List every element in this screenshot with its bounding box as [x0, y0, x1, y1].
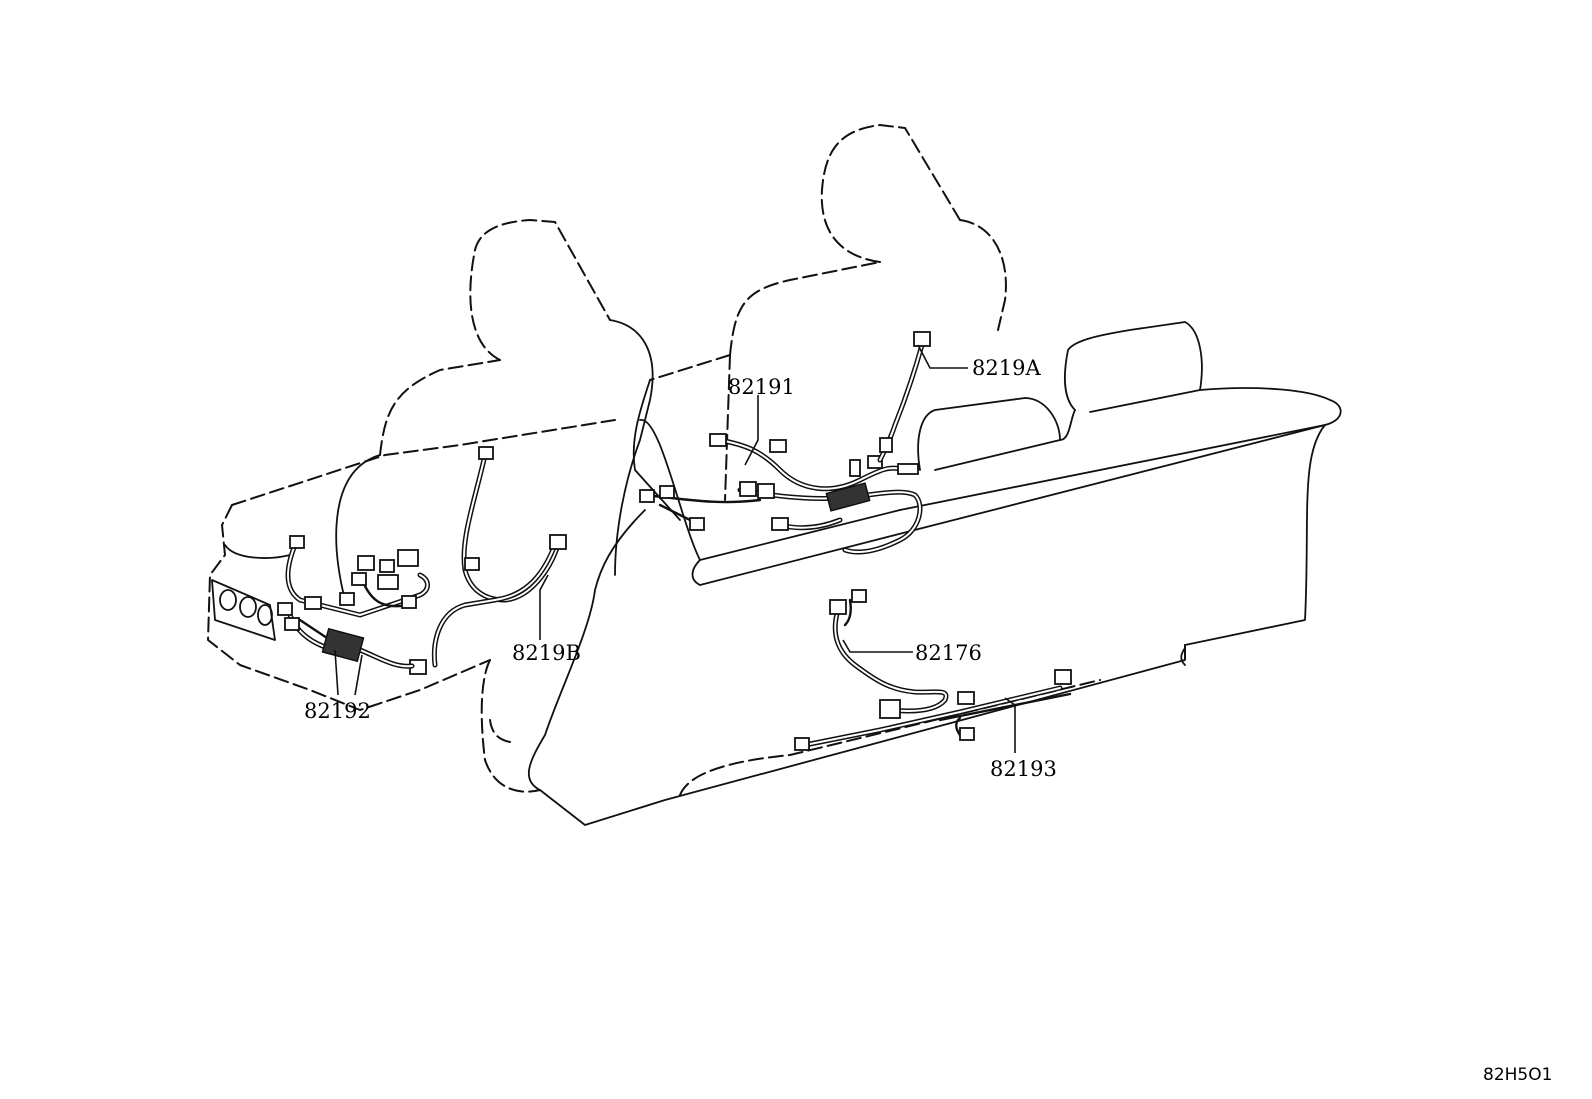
harness-8219A: [877, 331, 931, 463]
connector-icon: [377, 574, 399, 590]
connector-icon: [771, 517, 789, 531]
connector-icon: [464, 557, 480, 571]
harness-82176: [829, 589, 949, 719]
connector-icon: [829, 599, 847, 615]
connector-icon: [304, 596, 322, 610]
connector-icon: [794, 737, 810, 751]
diagram-reference-code: 82H5O1: [1483, 1065, 1552, 1085]
connector-icon: [339, 592, 355, 606]
connector-icon: [659, 485, 675, 499]
harness-82191: [639, 433, 923, 555]
callout-82191: 82191: [728, 375, 795, 399]
connector-icon: [639, 489, 655, 503]
connector-icon: [379, 559, 395, 573]
connector-icon: [277, 602, 293, 616]
callout-82192: 82192: [304, 699, 371, 723]
connector-icon: [957, 691, 975, 705]
connector-icon: [284, 617, 300, 631]
connector-icon: [709, 433, 727, 447]
junction-block-icon: [321, 627, 365, 663]
harness-82192: [277, 535, 430, 669]
rear-seat-outline: [480, 124, 1342, 826]
connector-icon: [478, 446, 494, 460]
front-seat-outline: [207, 219, 654, 711]
connector-icon: [769, 439, 787, 453]
connector-icon: [1054, 669, 1072, 685]
callout-82193: 82193: [990, 757, 1057, 781]
connector-icon: [879, 437, 893, 453]
connector-icon: [549, 534, 567, 550]
harness-82193: [794, 669, 1072, 751]
connector-icon: [879, 699, 901, 719]
connector-icon: [757, 483, 775, 499]
connector-icon: [397, 549, 419, 567]
connector-icon: [351, 572, 367, 586]
connector-icon: [357, 555, 375, 571]
connector-icon: [739, 481, 757, 497]
connector-icon: [401, 595, 417, 609]
connector-icon: [289, 535, 305, 549]
connector-icon: [689, 517, 705, 531]
connector-icon: [959, 727, 975, 741]
connector-icon: [849, 459, 861, 477]
connector-icon: [913, 331, 931, 347]
callout-8219B: 8219B: [512, 641, 581, 665]
callout-82176: 82176: [915, 641, 982, 665]
leader-lines: [334, 344, 1016, 753]
harness-8219B: [409, 446, 567, 675]
junction-block-icon: [825, 482, 871, 512]
callout-8219A: 8219A: [972, 356, 1041, 380]
connector-icon: [851, 589, 867, 603]
connector-icon: [897, 463, 919, 475]
